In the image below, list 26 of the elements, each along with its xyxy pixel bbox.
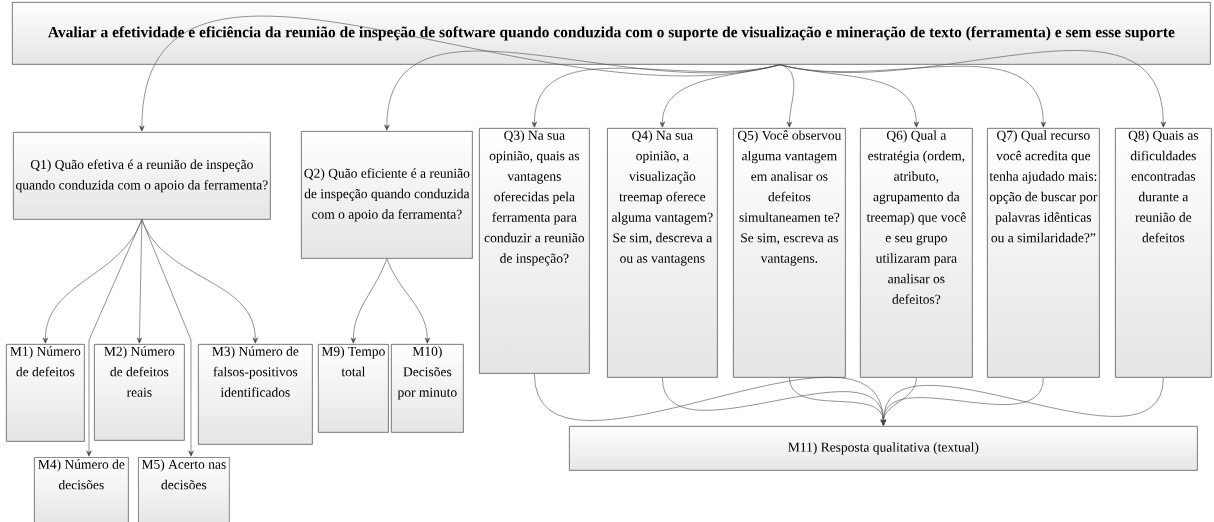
arrow [880, 377, 1164, 426]
arrow [136, 219, 143, 344]
metric-box: M1) Número de defeitos [6, 344, 85, 442]
metric-box: M3) Número de falsos-positivos identificados [198, 344, 313, 445]
question-box: Q5) Você observou alguma vantagem em analisar os defeitos simultaneamen te? Se sim, escreva as vantagens. [733, 128, 846, 378]
question-box: Q2) Quão eficiente é a reunião de inspeção quando conduzida com o apoio da ferramenta? [301, 131, 473, 259]
question-box: Q7) Qual recurso você acredita que tenha ajudado mais: opção de buscar por palavras idênticas ou a similaridade?” [987, 128, 1100, 378]
arrow [779, 64, 795, 128]
answer-box: M11) Resposta qualitativa (textual) [569, 426, 1198, 471]
metric-box: M5) Acerto nas decisões [138, 457, 230, 522]
metric-box: M4) Número de decisões [34, 457, 129, 522]
question-box: Q3) Na sua opinião, quais as vantagens oferecidas pela ferramenta para conduzir a reunião de inspeção? [479, 128, 590, 374]
arrow [86, 219, 143, 457]
question-box: Q8) Quais as dificuldades encontradas durante a reunião de defeitos [1115, 128, 1212, 378]
title-box: Avaliar a efetividade e eficiência da reunião de inspeção de software quando conduzida com o suporte de visualização e mineração de texto (ferramenta) e sem esse suporte [12, 2, 1211, 65]
question-box: Q1) Quão efetiva é a reunião de inspeção quando conduzida com o apoio da ferramenta? [13, 132, 271, 220]
question-box: Q4) Na sua opinião, a visualização treemap oferece alguma vantagem? Se sim, descreva a ou as vantagens [607, 128, 718, 378]
arrow [386, 258, 430, 344]
arrow [779, 50, 1166, 128]
question-box: Q6) Qual a estratégia (ordem, atributo, agrupamento da treemap) que você e seu grupo utilizaram para analisar os defeitos? [860, 128, 973, 378]
metric-box: M9) Tempo total [318, 344, 389, 433]
arrow [350, 258, 388, 344]
arrow [141, 219, 194, 457]
metric-box: M2) Número de defeitos reais [94, 344, 185, 441]
metric-box: M10) Decisões por minuto [391, 344, 464, 433]
arrow [659, 64, 781, 128]
